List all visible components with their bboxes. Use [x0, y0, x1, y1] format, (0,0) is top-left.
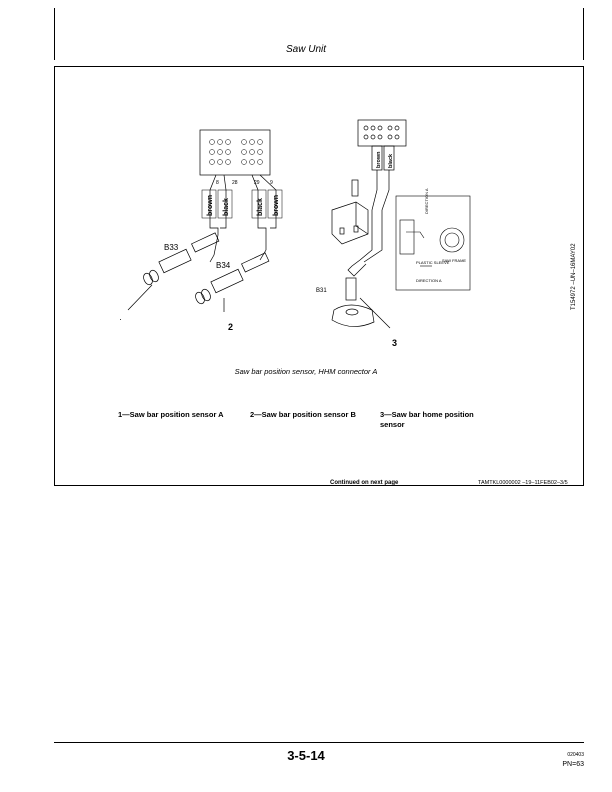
- legend-item-2: 2—Saw bar position sensor B: [250, 410, 356, 419]
- sensor-a-drawing: [127, 232, 220, 311]
- legend-item-1: 1—Saw bar position sensor A: [118, 410, 224, 419]
- wire-label-brown-2: brown: [273, 195, 280, 216]
- direction-a-detail: [395, 195, 471, 291]
- wire-label-black-2: black: [257, 198, 264, 216]
- callout-2: 2: [228, 322, 233, 332]
- section-title: Saw Unit: [285, 44, 326, 55]
- figure-box: [54, 66, 584, 486]
- pin-label-29: 29: [254, 180, 260, 186]
- direction-a-top-label: DIRECTION A: [424, 188, 429, 214]
- page-number: 3-5-14: [287, 748, 325, 763]
- side-reference: T154972 –UN–16MAY02: [571, 243, 577, 310]
- frame-left-rule: [54, 8, 55, 60]
- home-sensor-drawing: [331, 179, 391, 329]
- document-reference: TAMTKL0000002 –19–11FEB02–3/5: [478, 480, 568, 486]
- connector-label-b31: B31: [316, 288, 327, 294]
- right-wire-label-black: black: [388, 153, 394, 168]
- sensor-illustration: brown black black brown 8 28 29 9 B33 1 …: [120, 119, 471, 348]
- right-wire-label-brown: brown: [376, 151, 382, 168]
- pn-label: PN=63: [562, 761, 584, 768]
- wire-label-brown-1: brown: [207, 195, 214, 216]
- sensor-b-drawing: [195, 249, 270, 312]
- plastic-sleeve-label: PLASTIC SLEEVE: [416, 260, 450, 265]
- callout-1: 1: [120, 312, 121, 322]
- connector-label-b34: B34: [216, 261, 231, 270]
- pin-label-9: 9: [270, 180, 273, 186]
- pin-label-8: 8: [216, 180, 219, 186]
- date-code: 020403: [567, 752, 584, 758]
- callout-3: 3: [392, 338, 397, 348]
- hhm-connector-a: [199, 129, 271, 176]
- footer-rule: [54, 742, 584, 743]
- direction-a-label: DIRECTION A: [416, 278, 442, 283]
- legend-item-3: 3—Saw bar home position sensor: [380, 410, 474, 429]
- pin-label-28: 28: [232, 180, 238, 186]
- continued-note: Continued on next page: [330, 480, 399, 486]
- frame-right-rule: [583, 8, 584, 60]
- wire-label-black-1: black: [223, 198, 230, 216]
- right-connector: [357, 119, 407, 263]
- saw-frame-label: SAW FRAME: [442, 258, 466, 263]
- connector-label-b33: B33: [164, 243, 179, 252]
- figure-caption: Saw bar position sensor, HHM connector A: [234, 367, 378, 376]
